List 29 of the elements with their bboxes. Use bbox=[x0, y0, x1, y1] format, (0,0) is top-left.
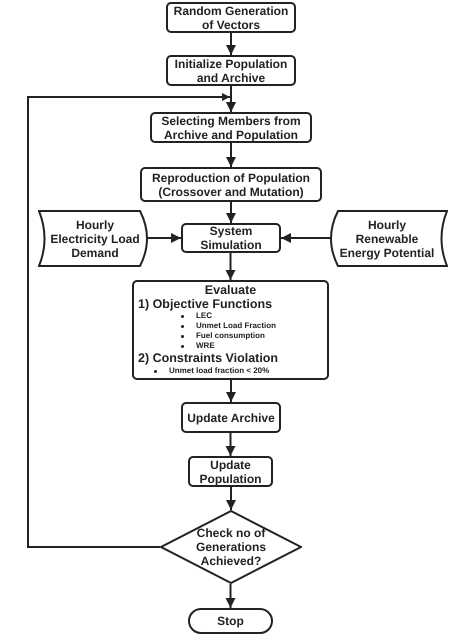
section-heading: 2) Constraints Violation bbox=[138, 351, 280, 365]
arrow bbox=[226, 584, 236, 608]
terminator-shape: Stop bbox=[188, 608, 273, 634]
arrow bbox=[226, 433, 236, 456]
arrow bbox=[226, 143, 236, 167]
decision-diamond: Check no of Generations Achieved? bbox=[160, 510, 302, 584]
process-box: System Simulation bbox=[181, 223, 281, 253]
arrow bbox=[226, 487, 236, 510]
list-item: LEC bbox=[196, 311, 212, 321]
process-box bbox=[132, 280, 329, 380]
arrow bbox=[226, 380, 236, 402]
arrow bbox=[226, 33, 236, 55]
heading-text: Evaluate bbox=[204, 283, 258, 297]
list-item: WRE bbox=[196, 341, 215, 351]
arrow bbox=[226, 253, 236, 280]
process-box: Reproduction of Population (Crossover and Mutation) bbox=[140, 167, 322, 202]
list-item: Unmet load fraction < 20% bbox=[169, 366, 270, 376]
arrow bbox=[281, 233, 331, 243]
section-heading: 1) Objective Functions bbox=[138, 297, 274, 311]
process-box: Update Population bbox=[188, 456, 273, 487]
process-box: Update Archive bbox=[181, 402, 281, 433]
process-box: Initialize Population and Archive bbox=[166, 55, 296, 86]
arrow bbox=[226, 202, 236, 223]
arrow bbox=[147, 233, 181, 243]
process-box: Selecting Members from Archive and Population bbox=[150, 112, 312, 143]
arrow bbox=[27, 96, 236, 548]
list-item: Unmet Load Fraction bbox=[196, 321, 276, 331]
process-box: Random Generation of Vectors bbox=[166, 2, 296, 33]
list-item: Fuel consumption bbox=[196, 331, 265, 341]
